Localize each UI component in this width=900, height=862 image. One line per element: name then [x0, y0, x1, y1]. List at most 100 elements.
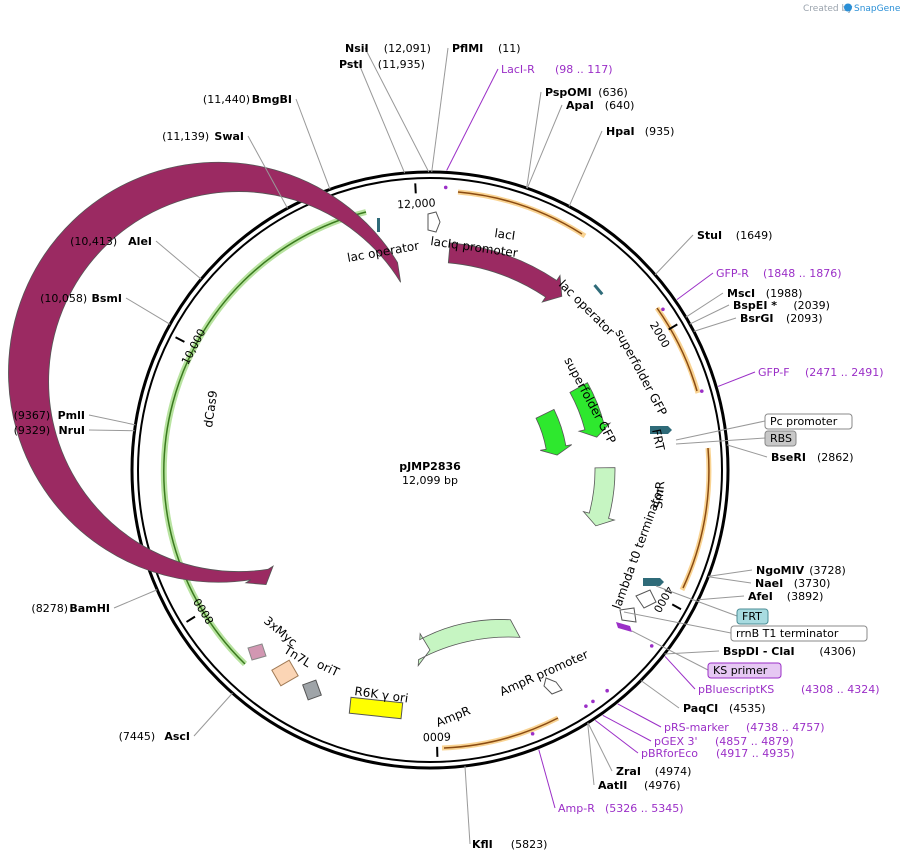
- myc-feature: [247, 643, 267, 661]
- site-leader: [568, 130, 603, 207]
- credit-brand: SnapGene: [854, 4, 900, 14]
- box-leader: [623, 611, 732, 634]
- site-leader: [708, 576, 752, 584]
- site-position: (12,091): [384, 42, 431, 55]
- site-leader: [698, 595, 745, 601]
- snapgene-logo-icon: [844, 3, 852, 12]
- site-leader: [708, 569, 753, 577]
- orit-feature: [302, 679, 322, 701]
- site-position: (11,440): [203, 93, 250, 106]
- site-name: MscI: [727, 287, 755, 300]
- restriction-site-labels: NsiI(12,091)PstI(11,935)BmgBI(11,440)Swa…: [14, 42, 856, 851]
- site-leader: [88, 414, 136, 426]
- site-name: AleI: [128, 235, 152, 248]
- primer-name: pRS-marker: [664, 721, 729, 734]
- feature-arrow: [8, 161, 402, 585]
- site-leader: [113, 589, 158, 609]
- lacIq-promoter-marker: [427, 211, 441, 233]
- ampr-label: AmpR: [434, 703, 472, 729]
- primer-name: pBluescriptKS: [698, 683, 774, 696]
- site-leader: [155, 240, 202, 280]
- primer-mark: [605, 688, 609, 693]
- boxed-label: rrnB T1 terminator: [736, 627, 839, 640]
- site-position: (4976): [644, 779, 681, 792]
- site-leader: [364, 47, 430, 173]
- ks-primer-marker: [616, 622, 632, 632]
- lac-operator-mid-marker: [593, 284, 604, 296]
- primer-mark: [649, 644, 654, 648]
- primer-leader: [717, 371, 756, 387]
- tick-mark: [175, 336, 185, 343]
- boxed-label: FRT: [742, 610, 762, 623]
- primer-mark: [443, 185, 448, 190]
- site-name: KflI: [472, 838, 493, 851]
- lac-operator-mid-label: lac operator: [556, 277, 617, 338]
- plasmid-name: pJMP2836: [399, 460, 461, 473]
- box-background: [764, 430, 797, 447]
- site-name: HpaI: [606, 125, 635, 138]
- feature-arrows: [8, 161, 616, 667]
- tick-mark: [185, 615, 196, 623]
- box-leader: [675, 420, 766, 441]
- site-name: AfeI: [748, 590, 773, 603]
- primer-mark: [591, 699, 595, 704]
- primer-name: GFP-F: [758, 366, 790, 379]
- primer-name: GFP-R: [716, 267, 749, 280]
- tick-label: 6000: [423, 730, 451, 744]
- site-name: PstI: [339, 58, 363, 71]
- site-position: (11,935): [378, 58, 425, 71]
- boxed-label: Pc promoter: [770, 415, 838, 428]
- site-name: BseRI: [771, 451, 806, 464]
- box-background: [730, 625, 868, 642]
- site-position: (9329): [14, 424, 51, 437]
- tick-label: 8000: [191, 596, 217, 627]
- site-position: (10,058): [40, 292, 87, 305]
- r6k-ori-feature: [348, 696, 404, 720]
- site-position: (7445): [119, 730, 156, 743]
- site-leader: [295, 98, 331, 190]
- leader-lines: [88, 47, 768, 845]
- site-leader: [431, 47, 449, 173]
- site-position: (4974): [655, 765, 692, 778]
- primer-labels: LacI-R(98 .. 117)GFP-R(1848 .. 1876)GFP-…: [443, 63, 884, 815]
- feature-arrow: [447, 242, 563, 303]
- site-position: (9367): [14, 409, 51, 422]
- lambda-terminator-label: lambda t0 terminator: [610, 485, 667, 611]
- primer-mark: [530, 731, 535, 736]
- site-position: (935): [645, 125, 675, 138]
- site-name: BamHI: [69, 602, 110, 615]
- myc-label: 3xMyc: [261, 614, 300, 650]
- site-leader: [654, 234, 694, 276]
- site-position: (3892): [787, 590, 824, 603]
- site-name: StuI: [697, 229, 722, 242]
- primer-mark: [584, 704, 588, 708]
- credit-prefix: Created by: [803, 4, 853, 14]
- site-position: (11): [498, 42, 521, 55]
- site-name: BmgBI: [252, 93, 292, 106]
- site-leader: [125, 297, 171, 325]
- site-position: (3730): [794, 577, 831, 590]
- ampr-promoter-marker: [543, 677, 563, 695]
- site-name: ZraI: [616, 765, 641, 778]
- site-leader: [88, 429, 135, 432]
- box-background: [764, 413, 853, 430]
- tick-mark: [414, 183, 417, 194]
- site-name: NsiI: [345, 42, 369, 55]
- site-name: PflMI: [452, 42, 483, 55]
- primer-range: (4308 .. 4324): [801, 683, 880, 696]
- orit-label: oriT: [315, 657, 342, 680]
- site-leader: [693, 317, 737, 332]
- primer-range: (98 .. 117): [555, 63, 613, 76]
- boxed-label: KS primer: [713, 664, 768, 677]
- primer-leader: [602, 714, 652, 742]
- primer-leader: [538, 749, 556, 809]
- laci-label: lacI: [494, 226, 517, 243]
- primer-range: (4738 .. 4757): [746, 721, 825, 734]
- backbone-outer: [130, 170, 730, 770]
- site-leader: [664, 650, 720, 655]
- site-leader: [726, 444, 768, 458]
- primer-range: (2471 .. 2491): [805, 366, 884, 379]
- smr-label: SmR: [651, 480, 667, 509]
- site-position: (10,413): [70, 235, 117, 248]
